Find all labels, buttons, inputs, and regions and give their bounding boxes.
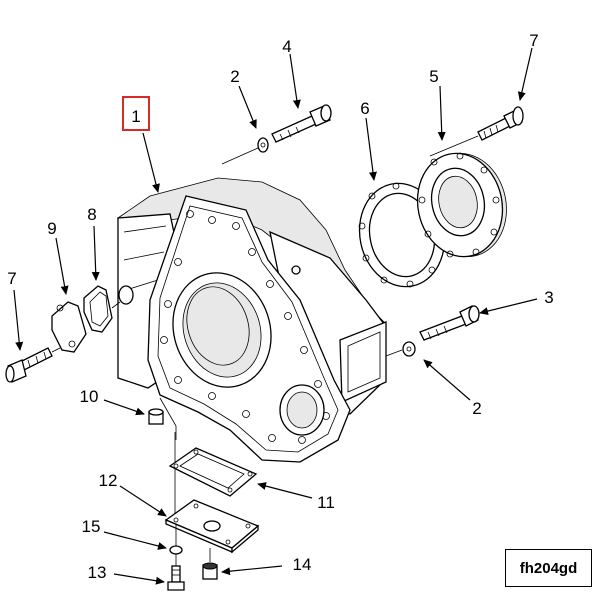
washer-small [169,545,183,555]
plug-upper [148,408,176,516]
bolt-right [385,305,480,357]
bolt-top [221,104,332,165]
callout-1-highlight [122,96,150,131]
callout-13: 13 [88,563,107,582]
bolt-bottom [167,565,185,591]
callout-6: 6 [360,99,369,118]
plug-lower [202,548,218,580]
callout-arrows [13,47,538,585]
bolt-left [5,347,61,383]
access-plate [164,499,260,566]
access-gasket [168,447,258,497]
callout-14: 14 [293,555,312,574]
callout-11: 11 [317,493,335,512]
rear-seal-housing [416,152,507,258]
callout-7-left: 7 [7,269,16,288]
callout-2-right: 2 [472,399,481,418]
callout-1: 1 [131,107,140,126]
callout-5: 5 [429,67,438,86]
callout-10: 10 [80,387,99,406]
callout-15: 15 [82,517,101,536]
cover-gasket [83,285,121,333]
callout-12: 12 [99,471,118,490]
figure-code-label: fh204gd [505,549,592,587]
callout-8: 8 [87,205,96,224]
callout-4: 4 [282,37,291,56]
callout-labels: 1 2 4 5 7 6 3 2 9 8 7 10 11 12 15 13 14 [7,31,553,582]
callout-7-right: 7 [529,31,538,50]
callout-2-top: 2 [230,67,239,86]
cover-plate [51,301,87,353]
callout-9: 9 [47,219,56,238]
callout-3: 3 [544,288,553,307]
bolt-upper-right [429,106,524,157]
flywheel-housing [116,177,387,463]
